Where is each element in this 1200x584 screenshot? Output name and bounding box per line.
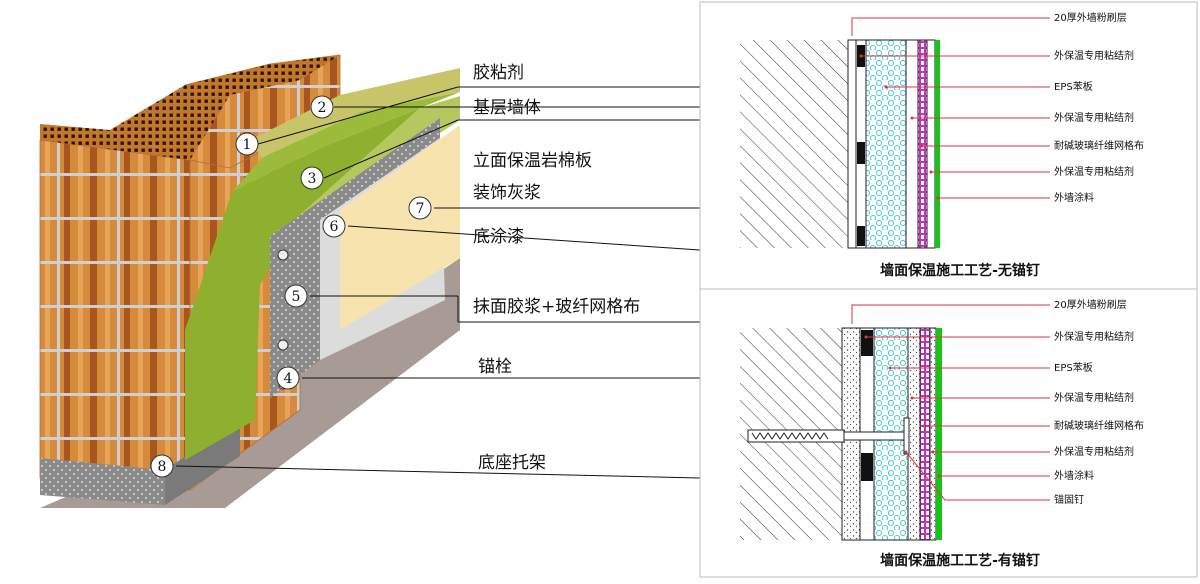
- layer-label: 20厚外墙粉刷层: [1054, 11, 1127, 24]
- layer-label: 20厚外墙粉刷层: [1054, 298, 1127, 311]
- layer-label: 耐碱玻璃纤维网格布: [1054, 139, 1144, 152]
- callout-circle: [408, 196, 432, 220]
- brick-wall-left-face: [39, 139, 191, 491]
- anchor-nail: [747, 417, 910, 455]
- layer-label: EPS苯板: [1054, 361, 1093, 374]
- iso-label: 基层墙体: [473, 98, 541, 118]
- section-title: 墙面保温施工工艺-有锚钉: [880, 552, 1040, 569]
- layer-label: 外墙涂料: [1054, 469, 1094, 482]
- rock-wool-board-edge: [300, 96, 460, 215]
- layer-label: 外保温专用粘结剂: [1054, 330, 1134, 343]
- callout-circle: [322, 214, 346, 238]
- ground-slab: [40, 258, 460, 508]
- isometric-wall-illustration: [39, 54, 460, 508]
- brick-top-right: [185, 55, 340, 95]
- callout-number: 1: [243, 137, 252, 153]
- callout-number: 6: [330, 219, 339, 235]
- layer-label: 外保温专用粘结剂: [1054, 165, 1134, 178]
- callout-number: 2: [318, 100, 327, 116]
- adhesive-layer: [250, 68, 460, 158]
- callout-circle: [310, 95, 334, 119]
- callout-number: 3: [308, 171, 317, 187]
- callout-circle: [276, 366, 300, 390]
- iso-callouts: 1 2 3 7 6 5 4 8 胶粘剂 基层墙体 立面保温岩棉板 装饰灰浆 底涂…: [150, 63, 701, 479]
- brick-top-left: [40, 124, 190, 160]
- iso-label: 胶粘剂: [473, 63, 524, 83]
- rock-wool-board: [185, 108, 420, 460]
- iso-label: 立面保温岩棉板: [473, 151, 592, 171]
- iso-label: 底座托架: [478, 453, 546, 473]
- layer-label: 外墙涂料: [1054, 191, 1094, 204]
- brick-top-middle: [110, 85, 230, 160]
- callout-circle: [235, 132, 259, 156]
- base-bracket-strip: [40, 458, 165, 505]
- iso-label: 装饰灰浆: [473, 183, 541, 203]
- decorative-plaster-layer: [340, 125, 460, 330]
- callout-circle: [300, 166, 324, 190]
- section-with-anchor: 20厚外墙粉刷层 外保温专用粘结剂 EPS苯板 外保温专用粘结剂 耐碱玻璃纤维网…: [740, 298, 1144, 569]
- section-no-anchor: 20厚外墙粉刷层 外保温专用粘结剂 EPS苯板 外保温专用粘结剂 耐碱玻璃纤维网…: [740, 11, 1144, 279]
- callout-number: 5: [292, 289, 301, 305]
- layer-label: 外保温专用粘结剂: [1054, 49, 1134, 62]
- iso-label: 抹面胶浆+玻纤网格布: [473, 297, 640, 317]
- base-bracket-strip-angled: [165, 420, 240, 505]
- layer-label: EPS苯板: [1054, 80, 1093, 93]
- layer-label: 锚固钉: [1054, 494, 1084, 506]
- callout-number: 8: [158, 459, 167, 475]
- mesh-plaster-layer: [270, 118, 440, 398]
- layer-label: 外保温专用粘结剂: [1054, 445, 1134, 458]
- layer-label: 外保温专用粘结剂: [1054, 111, 1134, 124]
- layer-label: 耐碱玻璃纤维网格布: [1054, 419, 1144, 432]
- section-title: 墙面保温施工工艺-无锚钉: [880, 262, 1040, 279]
- callout-number: 7: [416, 201, 425, 217]
- layer-label: 外保温专用粘结剂: [1054, 391, 1134, 404]
- iso-label: 锚栓: [478, 357, 512, 377]
- callout-circle: [150, 454, 174, 478]
- iso-label: 底涂漆: [473, 227, 524, 247]
- callout-circle: [284, 284, 308, 308]
- callout-number: 4: [284, 371, 293, 387]
